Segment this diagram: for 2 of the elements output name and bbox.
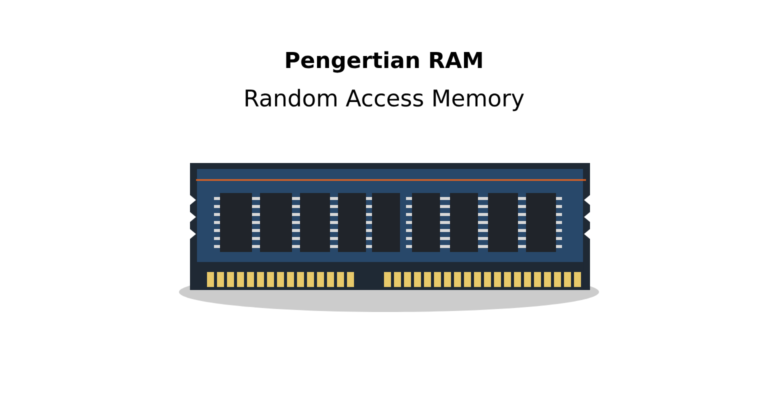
title: Pengertian RAM [286,51,482,73]
subtitle: Random Access Memory [246,88,524,112]
